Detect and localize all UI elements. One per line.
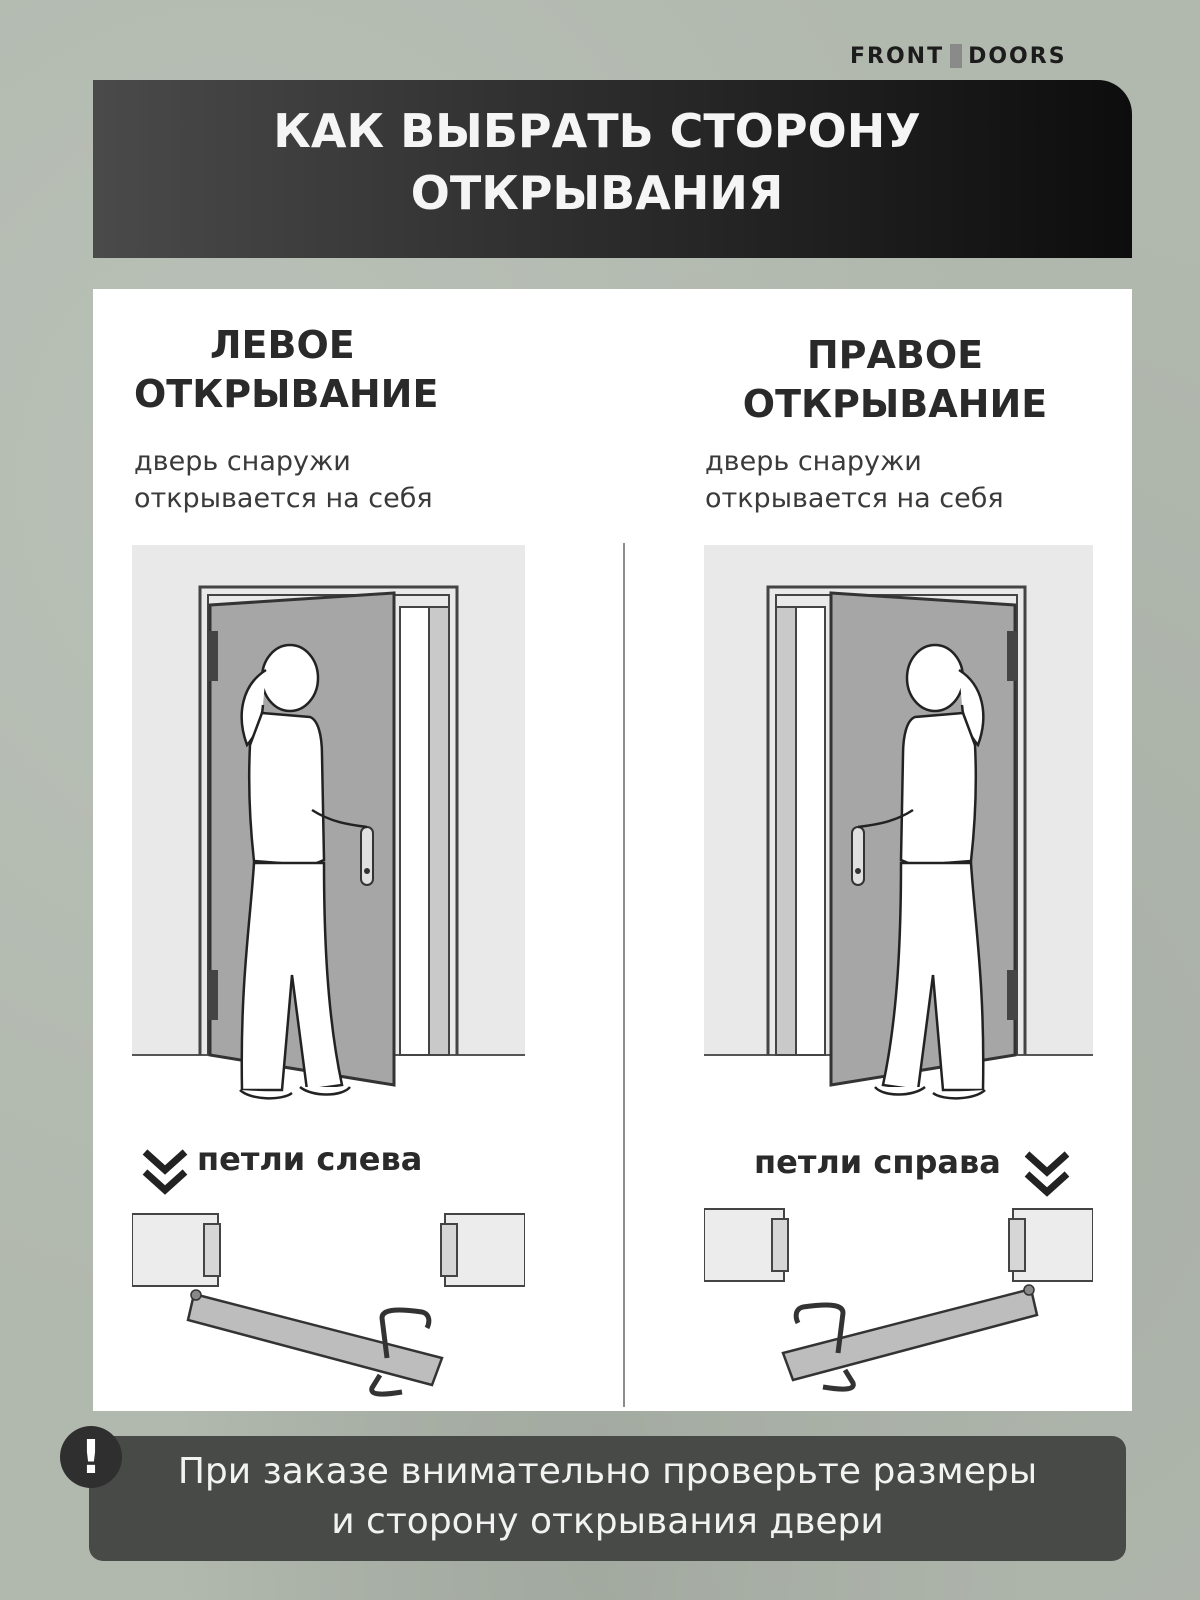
woman-figure-icon-right	[857, 643, 986, 1100]
chevron-down-icon-right	[1024, 1151, 1070, 1197]
notice-text: При заказе внимательно проверьте размеры…	[89, 1447, 1126, 1547]
exclamation-icon: !	[60, 1426, 122, 1488]
right-subtitle-line2: открывается на себя	[705, 483, 1004, 514]
column-divider	[623, 543, 625, 1407]
brand-logo: FRONT DOORS	[850, 43, 1067, 69]
notice-banner	[89, 1436, 1126, 1561]
page-title-line2: ОТКРЫВАНИЯ	[410, 166, 784, 220]
header-banner	[93, 80, 1132, 258]
chevron-down-icon-left	[142, 1149, 188, 1195]
left-top-view-diagram	[132, 1213, 525, 1397]
right-top-view-diagram	[704, 1208, 1093, 1392]
right-title-line1: ПРАВОЕ	[806, 333, 984, 377]
left-title-line2: ОТКРЫВАНИЕ	[134, 372, 439, 416]
right-title-line2: ОТКРЫВАНИЕ	[742, 382, 1048, 426]
left-subtitle-line1: дверь снаружи	[134, 446, 351, 477]
left-title: ЛЕВОЕ ОТКРЫВАНИЕ	[134, 321, 464, 419]
left-subtitle: дверь снаружи открывается на себя	[134, 443, 433, 517]
right-subtitle: дверь снаружи открывается на себя	[705, 443, 1004, 517]
page-title: КАК ВЫБРАТЬ СТОРОНУ ОТКРЫВАНИЯ	[97, 100, 1097, 224]
right-title: ПРАВОЕ ОТКРЫВАНИЕ	[730, 331, 1060, 429]
notice-line1: При заказе внимательно проверьте размеры	[177, 1451, 1038, 1492]
brand-part-front: FRONT	[850, 43, 945, 69]
woman-figure-icon	[239, 643, 368, 1100]
page-title-line1: КАК ВЫБРАТЬ СТОРОНУ	[273, 104, 921, 158]
left-title-line1: ЛЕВОЕ	[210, 323, 355, 367]
left-door-illustration	[132, 545, 525, 1100]
right-door-illustration	[704, 545, 1093, 1100]
right-subtitle-line1: дверь снаружи	[705, 446, 922, 477]
brand-part-doors: DOORS	[968, 43, 1067, 69]
left-subtitle-line2: открывается на себя	[134, 483, 433, 514]
notice-line2: и сторону открывания двери	[331, 1501, 884, 1542]
right-hinge-label: петли справа	[754, 1143, 1001, 1181]
left-hinge-label: петли слева	[197, 1140, 423, 1178]
brand-separator	[950, 44, 963, 68]
